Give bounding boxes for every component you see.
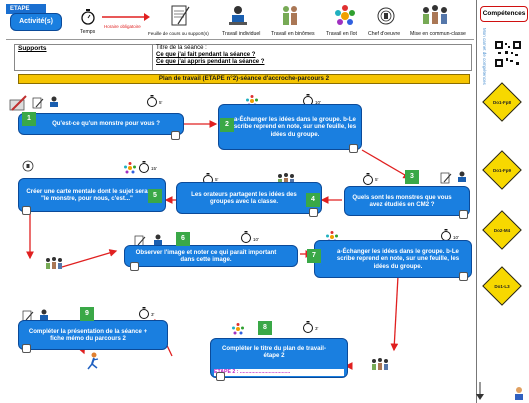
step-2-number: 2 — [220, 118, 234, 132]
step-6-checkbox[interactable] — [130, 262, 139, 271]
step-3-time: 5' — [375, 177, 379, 182]
stopwatch-icon — [303, 321, 313, 333]
group-work-icon — [124, 162, 136, 174]
document-icon — [440, 172, 452, 184]
stopwatch-icon — [81, 9, 95, 25]
individual-work-icon — [40, 309, 48, 320]
col-individuel: Travail individuel — [222, 31, 261, 37]
class-sharing-icon — [423, 5, 447, 24]
competence-label-2: Do1-Fp9 — [493, 168, 511, 173]
session-done: Ce que j'ai fait pendant la séance ? — [156, 52, 256, 59]
competences-tab[interactable]: Compétences — [480, 6, 528, 22]
qr-code-icon[interactable] — [494, 40, 522, 68]
individual-work-icon — [458, 171, 466, 182]
step-8-number: 8 — [258, 321, 272, 335]
step-3-box: Quels sont les monstres que vous avez ét… — [344, 186, 470, 216]
class-sharing-icon — [46, 257, 62, 269]
step-7-time: 10' — [453, 235, 459, 240]
step-9-checkbox[interactable] — [22, 344, 31, 353]
stopwatch-icon — [139, 307, 149, 319]
runner-icon — [87, 352, 99, 370]
horaire-note: Horaire obligatoire — [104, 24, 141, 29]
document-icon — [32, 97, 44, 109]
step-6-number: 6 — [176, 232, 190, 246]
step-1-box: Qu'est-ce qu'un monstre pour vous ? — [18, 113, 184, 135]
class-sharing-icon — [372, 358, 388, 370]
temps-label: Temps — [80, 29, 96, 35]
step-5-box: Créer une carte mentale dont le sujet se… — [18, 178, 166, 212]
supports-divider — [152, 44, 153, 71]
competence-label-4: Do1-L3 — [494, 284, 510, 289]
step-7-number: 7 — [307, 249, 321, 263]
step-6-time: 10' — [253, 237, 259, 242]
competences-sidebar — [476, 0, 529, 403]
col-chef: Chef d'oeuvre — [368, 31, 401, 37]
masterpiece-icon — [377, 7, 395, 25]
step-5-number: 5 — [148, 189, 162, 203]
session-title: Titre de la séance : — [156, 45, 207, 51]
step-9-number: 9 — [80, 307, 94, 321]
activite-label: Activité(s) — [10, 13, 62, 31]
supports-label: Supports — [18, 45, 47, 52]
step-7-box: a-Échanger les idées dans le groupe. b-L… — [314, 240, 472, 278]
pair-work-icon — [283, 6, 297, 25]
stopwatch-icon — [147, 95, 157, 107]
step-8-time: 3' — [315, 326, 319, 331]
step-5-checkbox[interactable] — [22, 206, 31, 215]
document-icon — [171, 5, 190, 26]
masterpiece-icon — [22, 160, 34, 172]
step-2-time: 10' — [315, 100, 321, 105]
stopwatch-icon — [139, 161, 149, 173]
group-work-icon — [335, 5, 355, 25]
session-learned: Ce que j'ai appris pendant la séance ? — [156, 59, 265, 66]
supports-box — [14, 44, 472, 71]
step-3-checkbox[interactable] — [459, 210, 468, 219]
step-6-box: Observer l'image et noter ce qui paraît … — [124, 245, 298, 267]
col-ilot: Travail en îlot — [326, 31, 357, 37]
step-4-box: Les orateurs partagent les idées des gro… — [176, 182, 322, 214]
step-9-box: Compléter la présentation de la séance +… — [18, 320, 168, 350]
step-3-number: 3 — [405, 170, 419, 184]
individual-work-icon — [50, 96, 58, 107]
step-4-checkbox[interactable] — [309, 208, 318, 217]
step-2-box: a-Échanger les idées dans le groupe. b-L… — [218, 104, 362, 150]
pencil-icon — [9, 95, 27, 111]
col-mise-commun: Mise en commun-classe — [410, 31, 466, 37]
individual-work-icon — [154, 234, 162, 245]
step-7-checkbox[interactable] — [459, 272, 468, 281]
stopwatch-icon — [241, 231, 251, 243]
step-1-time: 5' — [159, 100, 163, 105]
sidebar-vertical-label: Mon carnet de compétences — [482, 28, 487, 85]
col-feuille: Feuille de cours ou support(s) — [148, 31, 209, 36]
individual-work-icon — [229, 6, 247, 25]
competence-label-1: Do1-Fp8 — [493, 100, 511, 105]
step-8-checkbox[interactable] — [216, 372, 225, 381]
step-1-checkbox[interactable] — [171, 131, 180, 140]
session-title-block: Titre de la séance : Ce que j'ai fait pe… — [156, 45, 264, 67]
group-work-icon — [232, 323, 244, 335]
etape-tag: ETAPE — [6, 4, 46, 14]
step-9-time: 3' — [151, 312, 155, 317]
stopwatch-icon — [363, 173, 373, 185]
plan-title: Plan de travail (ETAPE n°2)-séance d'acc… — [18, 74, 470, 84]
step-4-time: 5' — [215, 177, 219, 182]
down-arrow-icon — [476, 382, 484, 400]
header-divider — [6, 39, 474, 40]
student-icon — [515, 387, 523, 400]
step-4-number: 4 — [306, 193, 320, 207]
col-binomes: Travail en binômes — [271, 31, 315, 37]
step-2-checkbox[interactable] — [349, 144, 358, 153]
arrow-icon — [102, 13, 150, 21]
step-1-number: 1 — [22, 112, 36, 126]
step-5-time: 15' — [151, 166, 157, 171]
competence-label-3: Do2-M4 — [493, 228, 511, 233]
etape2-field[interactable]: ETAPE 2 : ..............................… — [214, 369, 344, 376]
